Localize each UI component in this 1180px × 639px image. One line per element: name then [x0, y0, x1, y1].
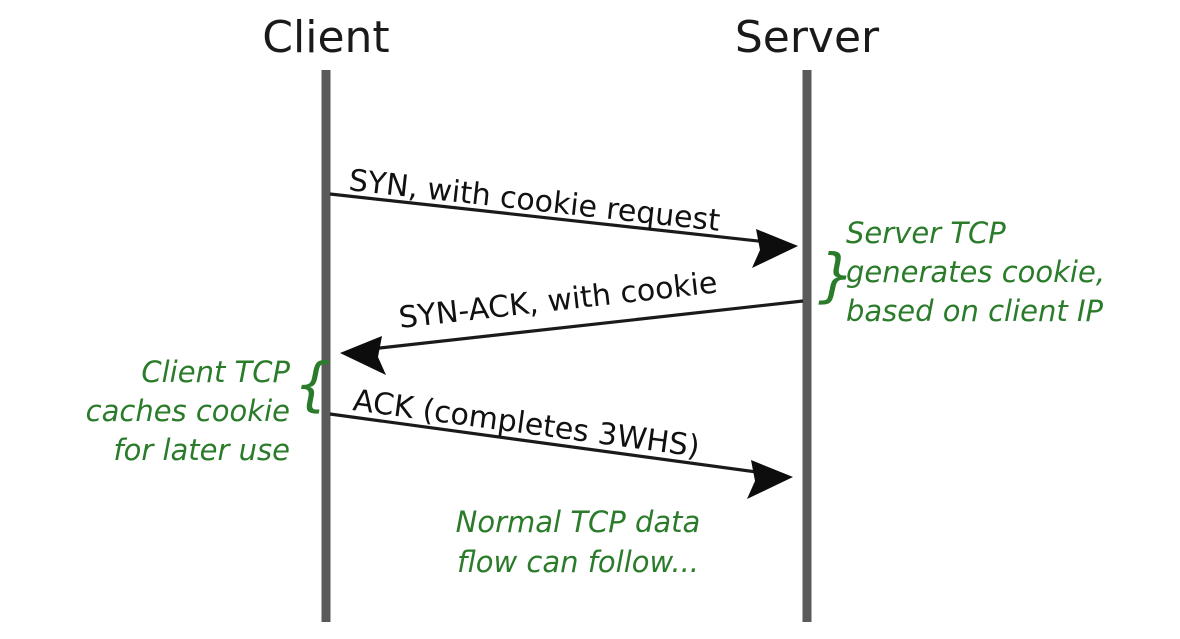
note-server-tcp: } Server TCP generates cookie, based on … [818, 216, 1105, 328]
actor-label-client: Client [262, 12, 389, 63]
note-dataflow-line-1: Normal TCP data [456, 505, 701, 539]
note-server-line-3: based on client IP [846, 294, 1104, 328]
note-server-line-1: Server TCP [846, 216, 1006, 250]
note-normal-data-flow: Normal TCP data flow can follow... [456, 505, 701, 579]
arrow-head-3 [747, 460, 793, 499]
note-dataflow-line-2: flow can follow... [457, 545, 699, 579]
message-label-syn-ack-with-cookie: SYN-ACK, with cookie [397, 265, 719, 335]
message-ack-completes-3whs: ACK (completes 3WHS) [329, 383, 793, 499]
note-client-line-2: caches cookie [86, 394, 290, 428]
message-label-ack-completes-3whs: ACK (completes 3WHS) [351, 383, 702, 464]
brace-left-icon: { [294, 350, 331, 418]
arrow-head-2 [340, 336, 386, 375]
message-line-1 [329, 192, 777, 245]
message-label-syn-with-cookie-request: SYN, with cookie request [347, 163, 722, 239]
message-line-2 [361, 299, 804, 352]
arrow-head-1 [752, 229, 798, 268]
brace-right-icon: } [818, 241, 855, 309]
message-syn-with-cookie-request: SYN, with cookie request [329, 163, 798, 268]
message-line-3 [329, 412, 772, 476]
note-client-line-1: Client TCP [141, 355, 290, 389]
note-client-line-3: for later use [113, 433, 290, 467]
message-syn-ack-with-cookie: SYN-ACK, with cookie [340, 265, 804, 375]
actor-label-server: Server [735, 12, 880, 63]
note-server-line-2: generates cookie, [846, 255, 1105, 289]
note-client-tcp: { Client TCP caches cookie for later use [86, 350, 331, 467]
